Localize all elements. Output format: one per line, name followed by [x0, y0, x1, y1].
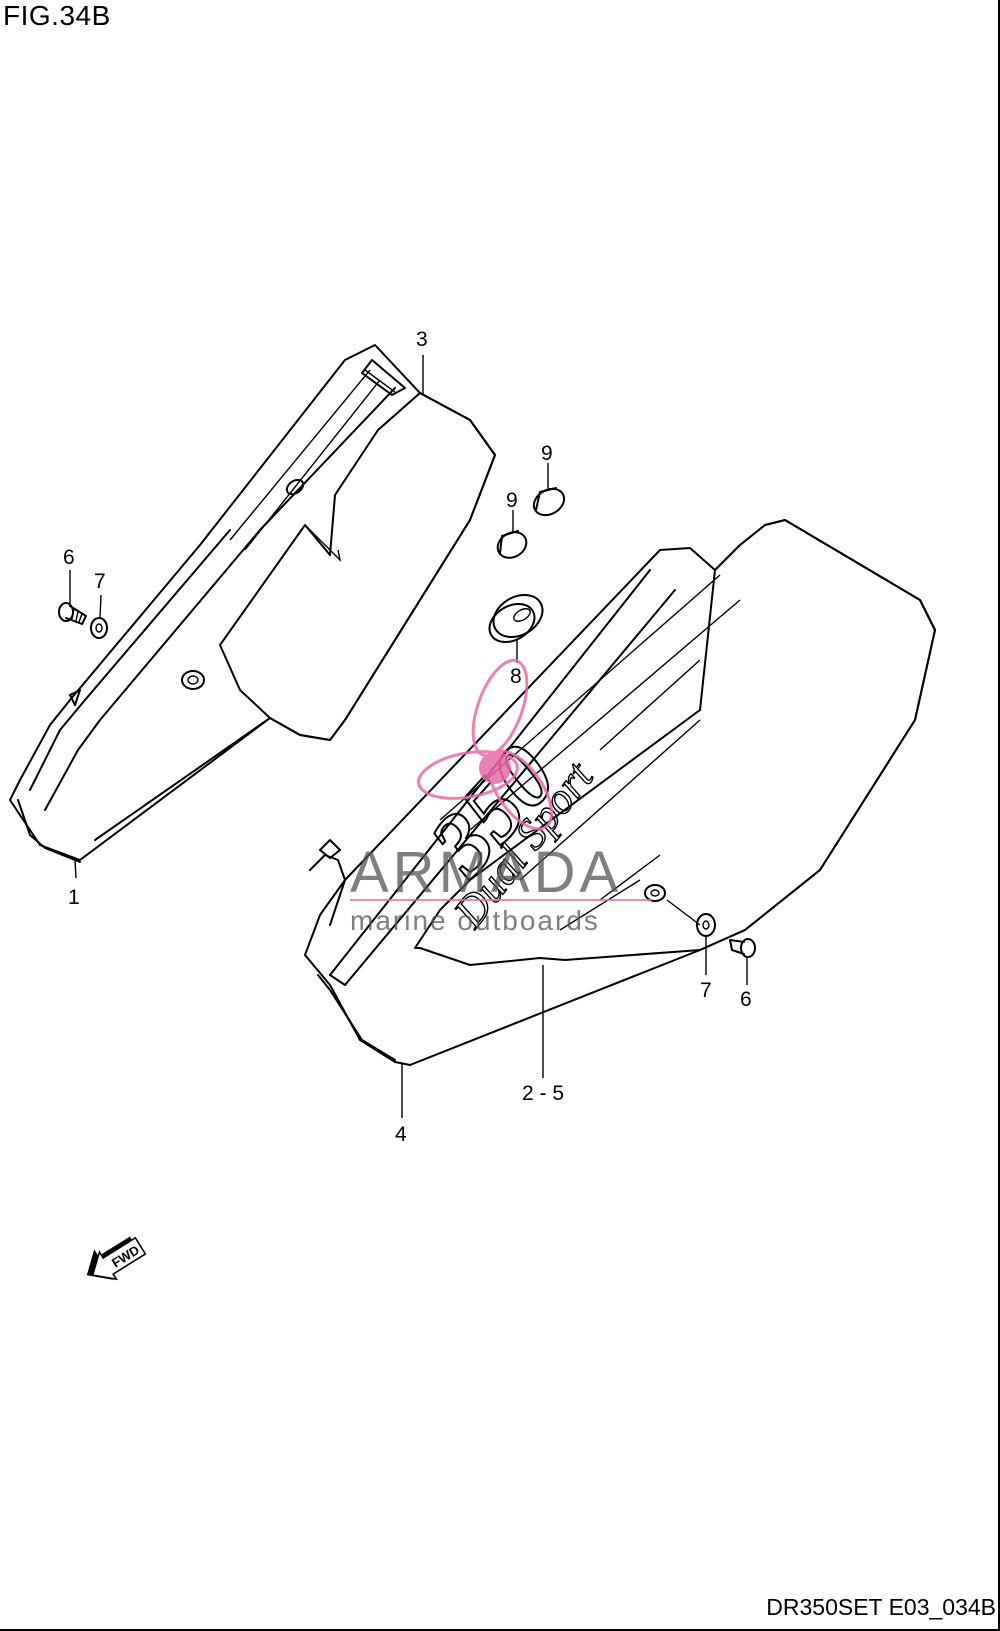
grommet-9-lower — [496, 530, 528, 559]
callout-2-5: 2 - 5 — [522, 1082, 564, 1105]
cushion-8 — [488, 594, 544, 643]
left-frame-cover — [9, 344, 496, 863]
callout-7-left: 7 — [94, 570, 106, 593]
callout-6-right: 6 — [740, 988, 752, 1011]
callouts: 1 3 6 7 9 9 8 7 6 2 - 5 4 — [63, 328, 752, 1146]
callout-9-lower: 9 — [506, 489, 518, 512]
propeller-logo-icon — [417, 658, 553, 831]
callout-9-upper: 9 — [541, 442, 553, 465]
forward-arrow-icon: FWD — [86, 1236, 147, 1281]
callout-8: 8 — [510, 665, 522, 688]
callout-1: 1 — [68, 886, 80, 909]
callout-7-right: 7 — [700, 979, 712, 1002]
callout-3: 3 — [416, 328, 428, 351]
watermark-tagline: marine outboards — [350, 905, 600, 936]
left-emblem-panel — [181, 392, 496, 741]
callout-6-left: 6 — [63, 546, 75, 569]
washer-7-left — [90, 617, 108, 639]
figure-title: FIG.34B — [3, 0, 111, 31]
watermark-brand: ARMADA — [350, 840, 622, 905]
leader-lines — [69, 355, 748, 1118]
mount-hole-right — [644, 884, 666, 902]
right-frame-cover — [304, 519, 936, 1066]
drawing-code: DR350SET E03_034B — [766, 1594, 996, 1620]
grommet-9-upper — [532, 487, 566, 517]
screw-6-right — [729, 938, 756, 958]
armada-watermark: ARMADA marine outboards — [350, 658, 652, 936]
washer-7-right — [696, 913, 716, 937]
screw-6-left — [58, 602, 87, 625]
callout-4: 4 — [395, 1123, 407, 1146]
